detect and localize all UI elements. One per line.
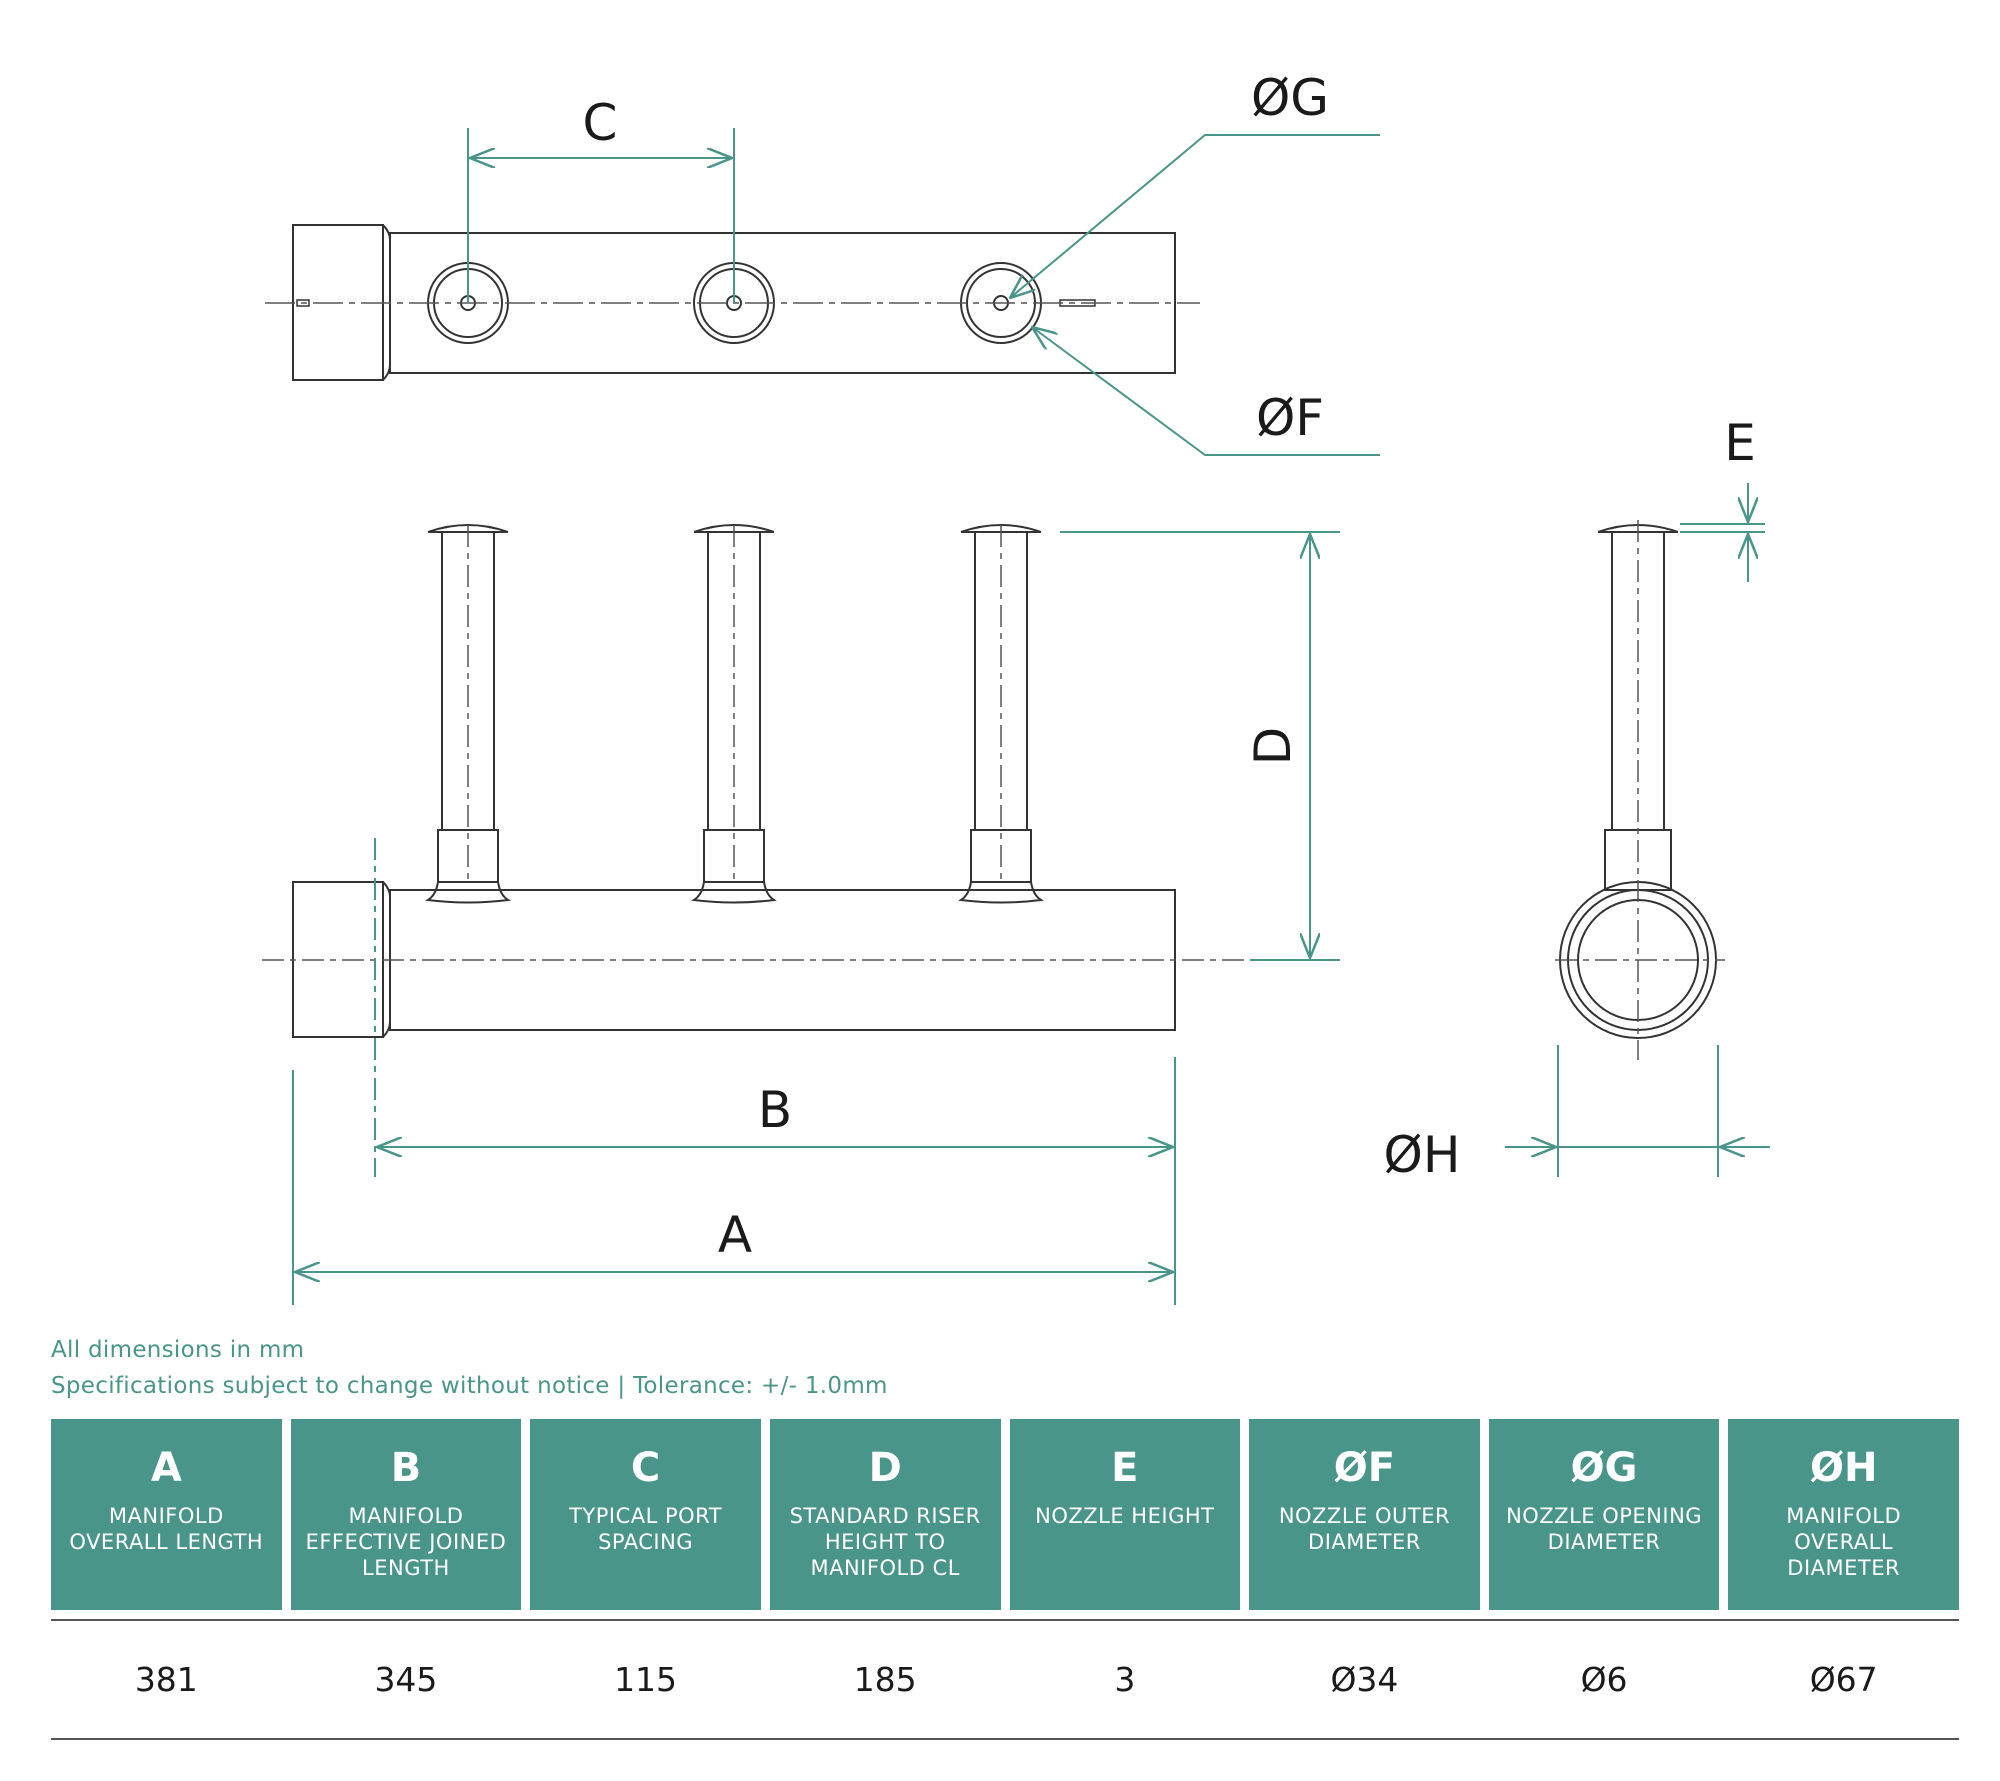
dimension-f-label: ØF bbox=[1256, 389, 1324, 447]
spec-description: NOZZLE OPENING DIAMETER bbox=[1506, 1504, 1703, 1554]
note-units: All dimensions in mm bbox=[51, 1337, 305, 1363]
dimension-g-leader bbox=[1010, 134, 1380, 298]
dimension-g-label: ØG bbox=[1251, 69, 1329, 127]
riser-2 bbox=[691, 524, 777, 904]
spec-value-e: 3 bbox=[1114, 1660, 1136, 1699]
table-rule-bottom bbox=[51, 1738, 1959, 1740]
spec-description: NOZZLE HEIGHT bbox=[1035, 1504, 1215, 1528]
spec-value-d: 185 bbox=[853, 1660, 917, 1699]
spec-description: NOZZLE OUTER DIAMETER bbox=[1278, 1504, 1451, 1554]
spec-header-f: ØF NOZZLE OUTER DIAMETER bbox=[1249, 1419, 1480, 1610]
spec-letter: B bbox=[390, 1445, 422, 1491]
spec-letter: E bbox=[1111, 1445, 1139, 1491]
spec-letter: A bbox=[150, 1445, 182, 1491]
dimension-a bbox=[292, 1070, 1173, 1305]
spec-value-g: Ø6 bbox=[1580, 1660, 1628, 1699]
dimension-a-label: A bbox=[718, 1206, 752, 1264]
dimension-d bbox=[1060, 531, 1340, 961]
spec-value-h: Ø67 bbox=[1809, 1660, 1878, 1699]
spec-letter: C bbox=[630, 1445, 661, 1491]
spec-header-row: A MANIFOLD OVERALL LENGTH B MANIFOLD EFF… bbox=[51, 1419, 1959, 1610]
spec-description: MANIFOLD OVERALL LENGTH bbox=[69, 1504, 264, 1554]
spec-header-h: ØH MANIFOLD OVERALL DIAMETER bbox=[1728, 1419, 1959, 1610]
spec-header-c: C TYPICAL PORT SPACING bbox=[530, 1419, 761, 1610]
dimension-h-label: ØH bbox=[1384, 1126, 1461, 1184]
spec-table: A MANIFOLD OVERALL LENGTH B MANIFOLD EFF… bbox=[51, 1419, 1959, 1740]
spec-header-d: D STANDARD RISER HEIGHT TO MANIFOLD CL bbox=[769, 1419, 1001, 1610]
dimension-f-leader bbox=[1032, 327, 1380, 456]
spec-letter: ØF bbox=[1333, 1445, 1396, 1491]
spec-letter: ØH bbox=[1809, 1445, 1878, 1491]
spec-header-g: ØG NOZZLE OPENING DIAMETER bbox=[1488, 1419, 1720, 1610]
spec-value-b: 345 bbox=[374, 1660, 438, 1699]
spec-description: MANIFOLD OVERALL DIAMETER bbox=[1786, 1504, 1902, 1580]
dimension-b bbox=[374, 838, 1176, 1305]
dimension-e bbox=[1680, 483, 1765, 582]
spec-value-c: 115 bbox=[614, 1660, 678, 1699]
front-view-centerlines bbox=[262, 525, 1250, 961]
table-rule-top bbox=[51, 1619, 1959, 1621]
spec-header-e: E NOZZLE HEIGHT bbox=[1009, 1419, 1241, 1610]
spec-description: MANIFOLD EFFECTIVE JOINED LENGTH bbox=[305, 1504, 507, 1580]
manifold-drawing: C ØG ØF bbox=[262, 69, 1770, 1305]
spec-letter: D bbox=[868, 1445, 902, 1491]
spec-value-row: 381 345 115 185 3 Ø34 Ø6 Ø67 bbox=[51, 1621, 1959, 1738]
dimension-b-label: B bbox=[758, 1081, 792, 1139]
dimension-c bbox=[467, 128, 735, 303]
notes: All dimensions in mm Specifications subj… bbox=[51, 1332, 888, 1404]
side-view-centerlines bbox=[1555, 520, 1725, 1060]
dimension-h bbox=[1505, 1045, 1770, 1177]
spec-value-f: Ø34 bbox=[1330, 1660, 1399, 1699]
spec-letter: ØG bbox=[1570, 1445, 1638, 1491]
spec-description: TYPICAL PORT SPACING bbox=[569, 1504, 723, 1554]
note-specifications: Specifications subject to change without… bbox=[51, 1373, 888, 1399]
dimension-c-label: C bbox=[583, 94, 618, 152]
spec-value-a: 381 bbox=[134, 1660, 198, 1699]
dimension-d-label: D bbox=[1244, 727, 1302, 766]
spec-description: STANDARD RISER HEIGHT TO MANIFOLD CL bbox=[789, 1504, 981, 1580]
dimension-e-label: E bbox=[1724, 414, 1756, 472]
spec-header-b: B MANIFOLD EFFECTIVE JOINED LENGTH bbox=[290, 1419, 522, 1610]
spec-header-a: A MANIFOLD OVERALL LENGTH bbox=[51, 1419, 282, 1610]
